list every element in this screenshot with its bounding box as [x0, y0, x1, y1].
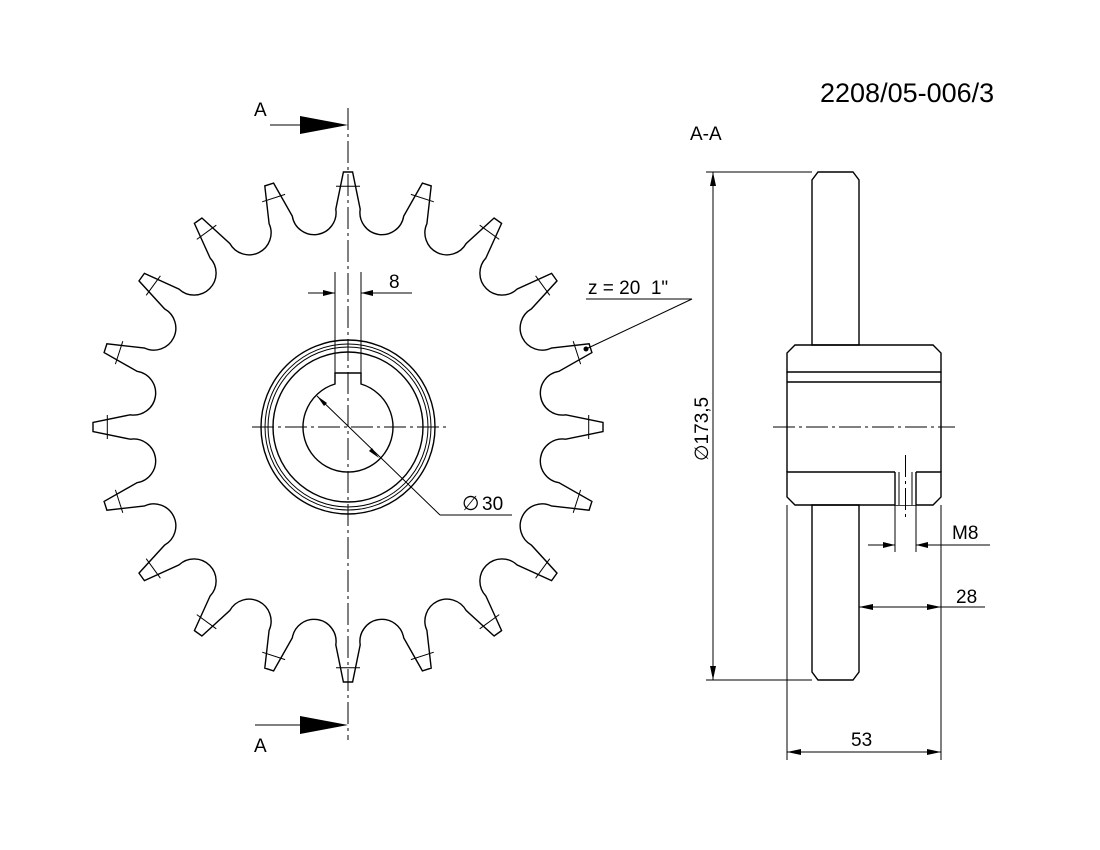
tooth-tip-8 [535, 558, 551, 579]
sprocket-front-view: 8 ∅ 30 z = 20 1" A A [92, 100, 693, 757]
section-view-title: A-A [690, 124, 722, 145]
tooth-tip-9 [479, 614, 500, 630]
tooth-tip-12 [262, 651, 286, 661]
outer-diameter-dimension: ∅173,5 [692, 171, 812, 681]
section-cut-bottom: A [254, 716, 348, 757]
teeth-pitch-label: z = 20 1" [588, 278, 668, 299]
section-label-top: A [254, 100, 267, 121]
tapped-hole [895, 470, 916, 505]
hub-ring-2 [264, 343, 432, 511]
tooth-tip-2 [410, 193, 434, 203]
hub-offset-label: 28 [956, 587, 977, 608]
hub-ring-3 [267, 346, 429, 508]
overall-width-dimension: 53 [786, 505, 941, 760]
bore-diameter-symbol: ∅ [462, 493, 479, 515]
tooth-tip-7 [572, 489, 582, 513]
keyway-width-dimension: 8 [308, 272, 412, 296]
plate-lower-section [811, 504, 860, 681]
tooth-tip-10 [410, 651, 434, 661]
tooth-tip-3 [479, 224, 500, 240]
tooth-tip-20 [262, 193, 286, 203]
keyway-width-label: 8 [389, 272, 400, 293]
tooth-tip-4 [535, 275, 551, 296]
section-view: A-A ∅173,5 [690, 124, 990, 760]
hub-upper-section [786, 344, 942, 373]
bore-diameter-label: 30 [482, 494, 503, 515]
sprocket-tooth-tips [106, 185, 590, 669]
hub-outer-ring [260, 339, 436, 515]
overall-width-label: 53 [851, 730, 872, 751]
sprocket-tooth-profile [92, 171, 604, 683]
hub-lower-section [786, 471, 942, 506]
tooth-tip-15 [114, 489, 124, 513]
section-cut-top: A [254, 100, 348, 134]
section-label-bottom: A [254, 736, 267, 757]
teeth-annotation: z = 20 1" [583, 278, 693, 352]
tooth-tip-14 [145, 558, 161, 579]
thread-label: M8 [952, 523, 978, 544]
tooth-tip-5 [572, 341, 582, 365]
tooth-tip-17 [114, 341, 124, 365]
bore-diameter-dimension: ∅ 30 [316, 395, 512, 516]
hub-offset-dimension: 28 [859, 505, 985, 760]
drawing-number: 2208/05-006/3 [820, 78, 994, 108]
tooth-tip-13 [196, 614, 217, 630]
plate-upper-section [811, 171, 860, 346]
tooth-tip-18 [145, 275, 161, 296]
tooth-tip-19 [196, 224, 217, 240]
bore-with-keyway [302, 372, 394, 473]
thread-dimension: M8 [868, 505, 990, 552]
outer-diameter-label: ∅173,5 [692, 397, 713, 461]
hub-inner-ring [272, 351, 424, 503]
